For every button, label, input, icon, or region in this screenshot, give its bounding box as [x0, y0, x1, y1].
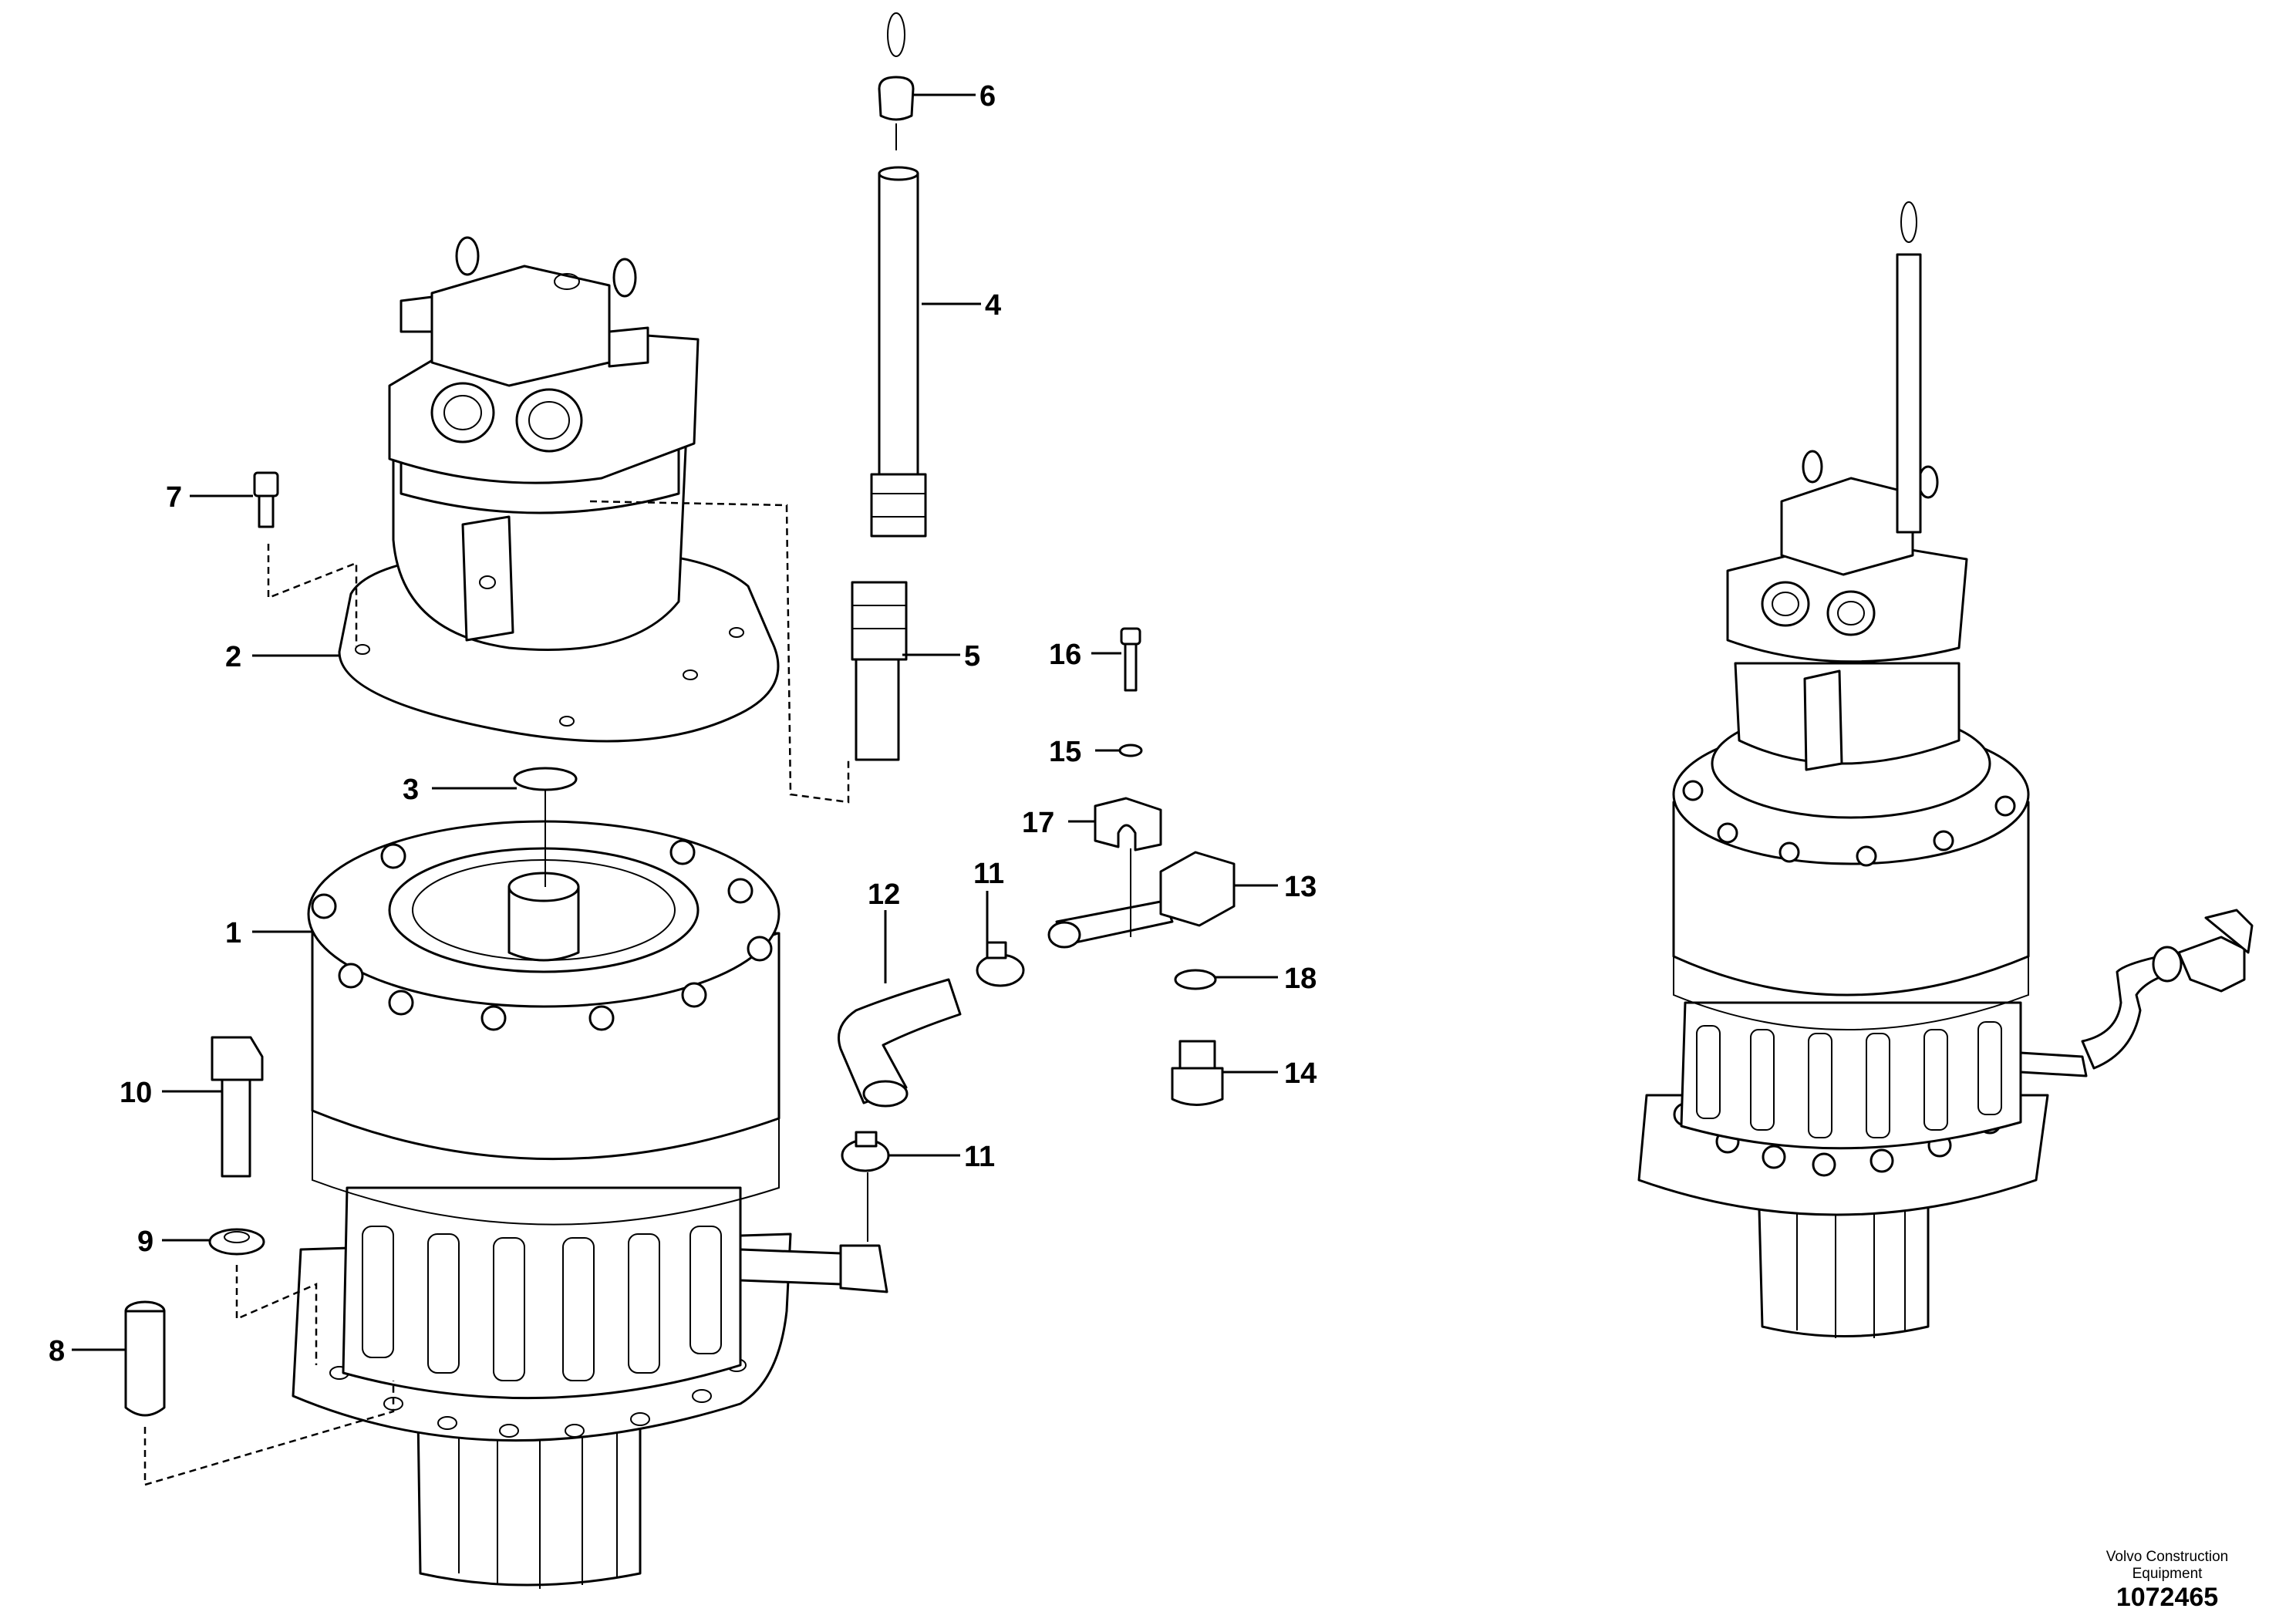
- publisher-credit-line1: Volvo Construction: [2106, 1549, 2229, 1565]
- callout-10: 10: [120, 1077, 152, 1109]
- callout-leaders: [72, 93, 1278, 1351]
- hose-clamp-11-lower: [841, 1131, 890, 1242]
- bolt-10: [211, 1036, 264, 1178]
- snap-ring: [513, 767, 578, 887]
- publisher-credit-line2: Equipment: [2132, 1566, 2203, 1582]
- callout-4: 4: [985, 289, 1001, 322]
- callout-numbers: 1 2 3 4 5 6 7 8 9 10 11 11 12 13 14 15 1…: [49, 80, 1317, 1367]
- callout-7: 7: [166, 481, 182, 514]
- washer-9: [208, 1228, 265, 1256]
- pin-8: [124, 1300, 166, 1417]
- swing-gearbox: [292, 820, 888, 1589]
- callout-3: 3: [403, 774, 419, 806]
- bolt-16: [1120, 627, 1141, 692]
- callout-2: 2: [225, 641, 241, 673]
- o-ring-18: [1174, 969, 1217, 990]
- callout-11-lower: 11: [964, 1141, 995, 1173]
- callout-1: 1: [225, 917, 241, 949]
- callout-13: 13: [1284, 871, 1317, 903]
- callout-15: 15: [1049, 736, 1081, 768]
- washer-15: [1118, 744, 1143, 757]
- callout-11-upper: 11: [973, 858, 1004, 890]
- callout-6: 6: [979, 80, 996, 113]
- elbow-fitting-13: [1047, 851, 1236, 949]
- drawing-number: 1072465: [2116, 1583, 2219, 1612]
- swing-motor-assembly: [338, 236, 780, 743]
- drain-hose-12: [838, 978, 962, 1108]
- clamp-bracket-17: [1094, 797, 1162, 937]
- callout-16: 16: [1049, 639, 1081, 671]
- callout-5: 5: [964, 640, 980, 673]
- callout-8: 8: [49, 1335, 65, 1367]
- adapter-14: [1171, 1040, 1224, 1106]
- dipstick-tube-assembly: [851, 12, 927, 761]
- hose-clamp-11-upper: [976, 941, 1025, 987]
- assembled-view: [1637, 201, 2254, 1338]
- alignment-dashes: [143, 500, 850, 1486]
- callout-14: 14: [1284, 1057, 1317, 1090]
- callout-9: 9: [137, 1226, 153, 1258]
- callout-12: 12: [868, 878, 900, 911]
- bolt-7: [253, 471, 279, 528]
- callout-18: 18: [1284, 963, 1317, 995]
- callout-17: 17: [1022, 807, 1054, 839]
